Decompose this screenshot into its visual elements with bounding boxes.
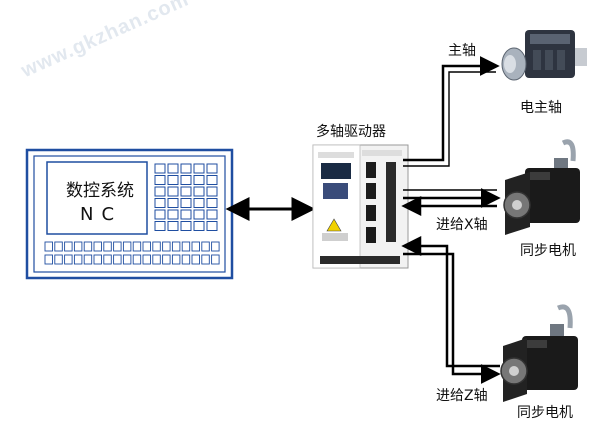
nc-key xyxy=(206,209,218,220)
nc-key xyxy=(211,241,220,252)
z-motor-name: 同步电机 xyxy=(517,405,573,421)
nc-key xyxy=(193,163,205,174)
nc-key xyxy=(193,221,205,231)
nc-key xyxy=(180,209,192,220)
nc-key xyxy=(64,241,73,252)
nc-key xyxy=(113,241,122,252)
nc-key xyxy=(152,254,161,265)
nc-key xyxy=(93,254,102,265)
connector-icon xyxy=(366,227,376,243)
x-motor-name: 同步电机 xyxy=(520,243,576,259)
nc-key xyxy=(113,254,122,265)
nc-key xyxy=(211,254,220,265)
nc-key xyxy=(171,254,181,265)
z-axis-synchronous-motor-icon xyxy=(500,304,578,402)
nc-key xyxy=(206,186,218,197)
nc-key xyxy=(122,241,132,252)
spindle-name: 电主轴 xyxy=(520,100,562,116)
nc-key xyxy=(54,241,63,252)
nc-key xyxy=(83,254,93,265)
terminal-block xyxy=(386,162,396,242)
nc-key xyxy=(162,241,171,252)
nc-screen xyxy=(46,161,148,235)
nc-key xyxy=(167,221,179,231)
nc-key xyxy=(73,254,83,265)
nc-key xyxy=(206,198,218,208)
spindle-link xyxy=(403,56,500,167)
nc-key xyxy=(180,186,192,197)
x-axis-link xyxy=(401,188,501,216)
nc-key xyxy=(103,241,112,252)
nc-key xyxy=(154,209,166,220)
bottom-terminals xyxy=(320,256,400,264)
nc-key xyxy=(44,241,53,252)
nc-key xyxy=(193,198,205,208)
nc-key xyxy=(132,241,142,252)
nc-key xyxy=(167,198,179,208)
nc-key xyxy=(181,254,191,265)
nc-key xyxy=(142,241,151,252)
nc-key xyxy=(181,241,191,252)
connector-icon xyxy=(366,205,376,221)
nc-key xyxy=(154,198,166,208)
nc-key xyxy=(206,221,218,231)
nc-key-rows xyxy=(44,241,220,265)
nc-key xyxy=(154,175,166,185)
driver-display xyxy=(321,163,351,179)
nc-key xyxy=(193,186,205,197)
nc-key xyxy=(103,254,112,265)
driver-unit xyxy=(312,144,409,269)
nc-key xyxy=(83,241,93,252)
nc-keypad xyxy=(154,163,218,231)
driver-keypad xyxy=(323,183,348,199)
nc-key xyxy=(73,241,83,252)
nc-key xyxy=(154,221,166,231)
nc-subtitle: NC xyxy=(80,204,123,225)
nc-key xyxy=(54,254,63,265)
warning-icon xyxy=(326,218,342,232)
nc-key xyxy=(193,209,205,220)
nc-key xyxy=(193,175,205,185)
nc-key xyxy=(191,254,200,265)
nc-panel xyxy=(25,148,234,280)
electric-spindle-icon xyxy=(501,30,587,81)
nc-key xyxy=(142,254,151,265)
nc-key xyxy=(206,175,218,185)
nc-key xyxy=(132,254,142,265)
nc-key xyxy=(44,254,53,265)
connector-icon xyxy=(366,162,376,178)
x-axis-label: 进给X轴 xyxy=(436,217,488,233)
nc-key xyxy=(154,163,166,174)
nc-key xyxy=(64,254,73,265)
nc-key xyxy=(191,241,200,252)
nc-title: 数控系统 xyxy=(66,181,134,201)
nc-key xyxy=(201,254,210,265)
nc-key xyxy=(167,175,179,185)
nc-key xyxy=(122,254,132,265)
x-axis-synchronous-motor-icon xyxy=(503,139,580,235)
nc-key xyxy=(152,241,161,252)
nc-key xyxy=(180,198,192,208)
nc-key xyxy=(167,186,179,197)
nc-key xyxy=(162,254,171,265)
nc-key xyxy=(206,163,218,174)
z-axis-link xyxy=(401,236,501,384)
nc-key xyxy=(171,241,181,252)
nc-key xyxy=(180,175,192,185)
nc-key xyxy=(167,163,179,174)
spindle-axis-label: 主轴 xyxy=(448,43,476,59)
z-axis-label: 进给Z轴 xyxy=(436,388,488,404)
connector-icon xyxy=(366,183,376,199)
nc-key xyxy=(93,241,102,252)
nc-key xyxy=(201,241,210,252)
nc-key xyxy=(180,163,192,174)
nc-key xyxy=(154,186,166,197)
nc-key xyxy=(167,209,179,220)
driver-title: 多轴驱动器 xyxy=(316,124,386,140)
nc-key xyxy=(180,221,192,231)
